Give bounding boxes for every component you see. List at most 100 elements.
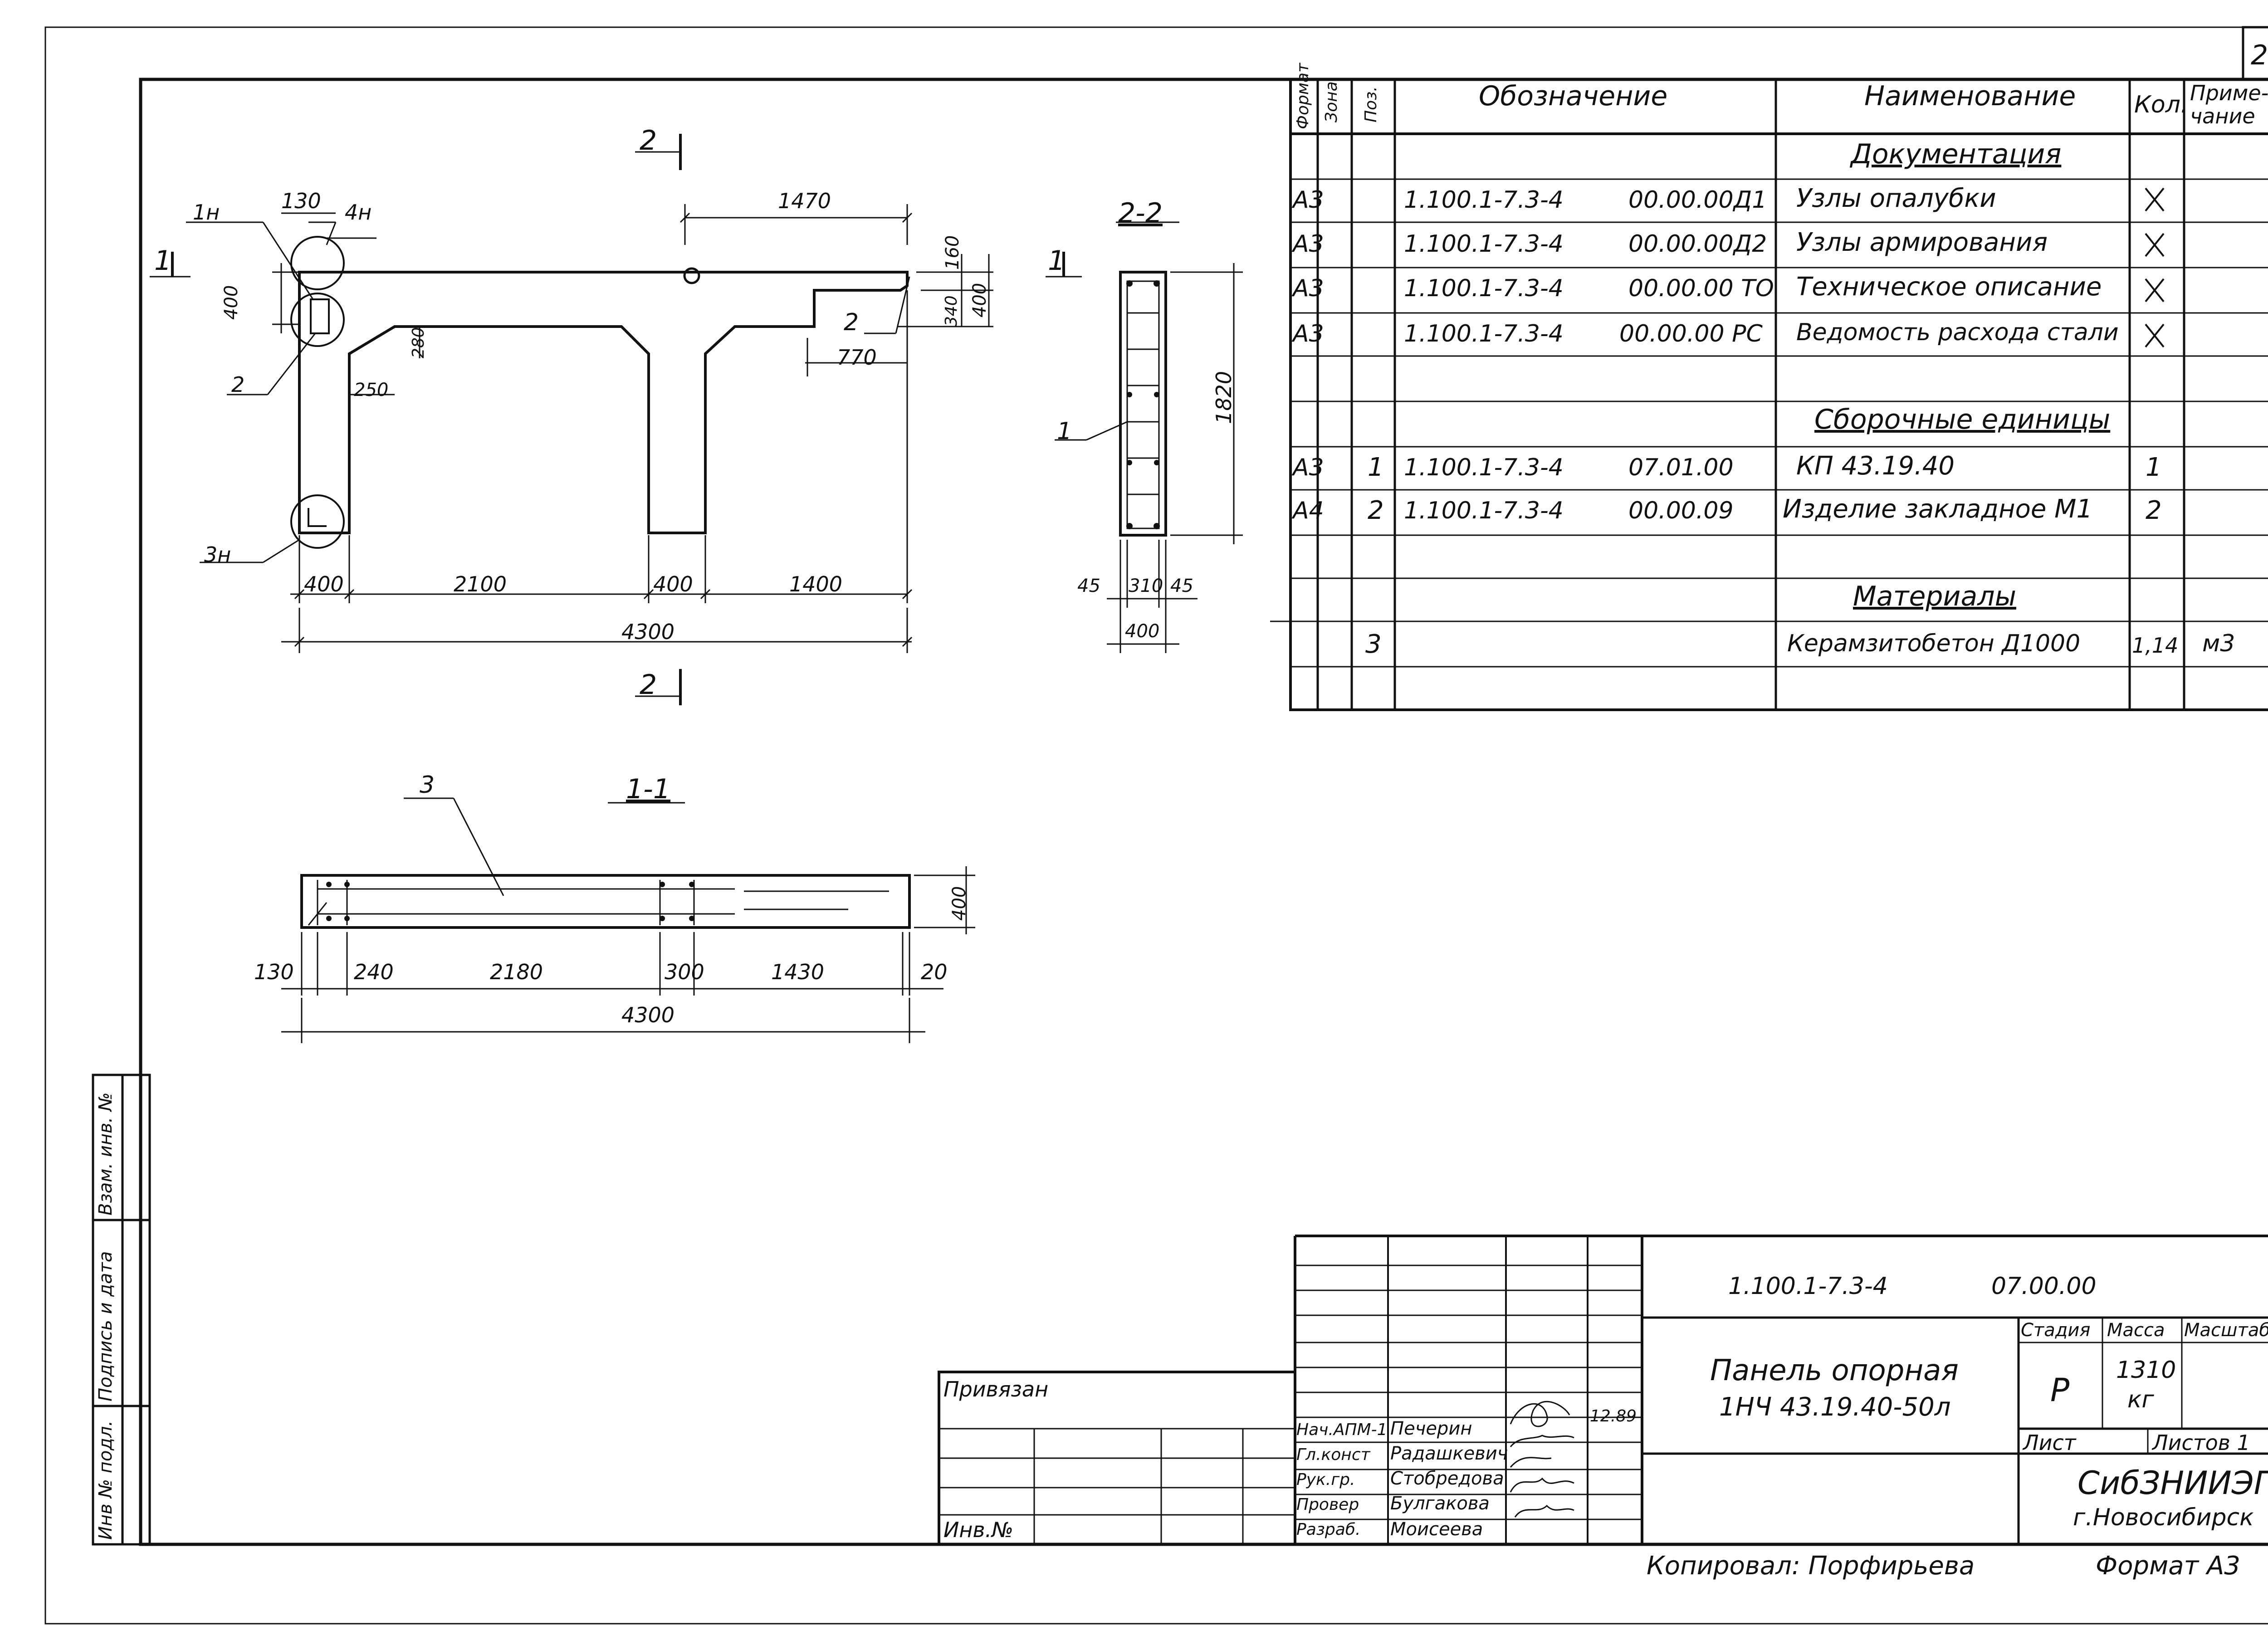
title-line-2: 1НЧ 43.19.40-50л — [1719, 1392, 1951, 1422]
row-name: Узлы армирования — [1796, 228, 2048, 257]
role-name: Моисеева — [1390, 1519, 1483, 1540]
section-mark-2-top: 2 — [640, 125, 657, 156]
row-format: А3 — [1293, 275, 1324, 302]
scale-label: Масштаб — [2184, 1320, 2268, 1341]
row-name: Изделие закладное М1 — [1783, 494, 2093, 524]
header-zone: Зона — [1322, 81, 1341, 122]
row-doc: 1.100.1-7.3-4 — [1404, 230, 1564, 258]
dim-bottom-400a: 400 — [304, 572, 344, 596]
dim-bottom-400b: 400 — [653, 572, 693, 596]
row-name: КП 43.19.40 — [1796, 451, 1955, 481]
role-title: Гл.конст — [1296, 1445, 1370, 1464]
header-format: Формат — [1294, 63, 1312, 129]
callout-3n: 3н — [204, 542, 231, 567]
row-format: А4 — [1293, 497, 1324, 524]
role-title: Рук.гр. — [1296, 1470, 1355, 1489]
callout-concrete-3: 3 — [420, 771, 435, 799]
sheets-label: Листов 1 — [2152, 1430, 2250, 1455]
row-code: 00.00.00Д2 — [1628, 230, 1767, 258]
privyazan-label: Привязан — [943, 1377, 1049, 1401]
dim-130: 130 — [281, 189, 321, 213]
dim-280: 280 — [409, 327, 428, 358]
stamp-sign-date: Подпись и дата — [95, 1251, 116, 1401]
view-title-2-2: 2-2 — [1118, 197, 1163, 229]
format-label: Формат А3 — [2096, 1551, 2240, 1581]
dim-250: 250 — [354, 380, 389, 400]
row-name: Керамзитобетон Д1000 — [1787, 630, 2081, 657]
role-title: Разраб. — [1296, 1520, 1361, 1539]
stage-label: Стадия — [2021, 1320, 2091, 1341]
row-code: 00.00.09 — [1628, 497, 1734, 524]
role-name: Булгакова — [1390, 1493, 1490, 1514]
dim-1-1-4300: 4300 — [621, 1003, 675, 1027]
callout-2: 2 — [231, 372, 245, 397]
row-doc: 1.100.1-7.3-4 — [1404, 275, 1564, 302]
org-name: СибЗНИИЭП — [2077, 1464, 2268, 1502]
role-name: Радашкевич — [1390, 1443, 1508, 1464]
row-doc: 1.100.1-7.3-4 — [1404, 186, 1564, 214]
row-pos: 1 — [1368, 453, 1384, 482]
row-qty: 2 — [2146, 496, 2162, 525]
section-mark-2-bottom: 2 — [640, 669, 657, 701]
dim-bottom-1400: 1400 — [789, 572, 843, 596]
section-mark-1-left: 1 — [154, 245, 172, 277]
dim-400-left: 400 — [221, 285, 242, 320]
row-code: 07.01.00 — [1628, 454, 1734, 481]
row-qty: 1,14 — [2132, 633, 2179, 658]
header-designation: Обозначение — [1479, 80, 1668, 112]
dim-45-left: 45 — [1077, 576, 1100, 596]
row-format: А3 — [1293, 454, 1324, 481]
title-line-1: Панель опорная — [1710, 1354, 1959, 1387]
row-qty: 1 — [2146, 453, 2162, 482]
header-qty: Кол. — [2134, 91, 2188, 118]
dim-1-1-300: 300 — [665, 960, 704, 984]
dim-340: 340 — [942, 295, 961, 327]
callout-4n: 4н — [345, 200, 372, 225]
dim-310: 310 — [1129, 576, 1163, 596]
mass-unit: кг — [2127, 1386, 2154, 1413]
dim-1-1-20: 20 — [921, 960, 948, 984]
mass-value: 1310 — [2116, 1357, 2176, 1384]
row-pos: 3 — [1365, 630, 1382, 659]
row-doc: 1.100.1-7.3-4 — [1404, 454, 1564, 481]
row-name: Техническое описание — [1796, 272, 2102, 302]
sheet-number: 23 — [2251, 39, 2268, 71]
row-name: Ведомость расхода стали — [1796, 319, 2119, 346]
org-city: г.Новосибирск — [2073, 1504, 2254, 1531]
dim-160: 160 — [942, 235, 963, 270]
dim-1-1-2180: 2180 — [490, 960, 543, 984]
row-format: А3 — [1293, 186, 1324, 214]
row-pos: 2 — [1368, 496, 1384, 525]
view-title-1-1: 1-1 — [626, 773, 670, 805]
callout-cage-1: 1 — [1057, 418, 1072, 445]
dim-1-1-130: 130 — [254, 960, 294, 984]
doc-code: 1.100.1-7.3-4 — [1728, 1273, 1888, 1300]
inv-no-label: Инв.№ — [943, 1518, 1014, 1542]
stage-value: Р — [2050, 1372, 2070, 1409]
row-note: м3 — [2202, 630, 2235, 657]
section-assemblies: Сборочные единицы — [1814, 404, 2111, 435]
copied-by: Копировал: Порфирьева — [1647, 1551, 1975, 1581]
dim-1-1-240: 240 — [354, 960, 394, 984]
header-note: Приме- чание — [2190, 81, 2268, 128]
row-name: Узлы опалубки — [1796, 184, 1996, 213]
dim-1470: 1470 — [778, 189, 831, 213]
sheet-label: Лист — [2023, 1430, 2076, 1455]
row-doc: 1.100.1-7.3-4 — [1404, 497, 1564, 524]
role-name: Печерин — [1390, 1418, 1472, 1439]
row-code: 00.00.00 РС — [1619, 320, 1763, 347]
row-format: А3 — [1293, 230, 1324, 258]
dim-1-1-1430: 1430 — [771, 960, 825, 984]
role-title: Нач.АПМ-1 — [1296, 1421, 1388, 1439]
stamp-replace-inv: Взам. инв. № — [95, 1092, 116, 1216]
role-title: Провер — [1296, 1495, 1359, 1514]
dim-bottom-2100: 2100 — [454, 572, 507, 596]
section-materials: Материалы — [1853, 581, 2016, 612]
row-code: 00.00.00 ТО — [1628, 275, 1774, 302]
section-documentation: Документация — [1851, 138, 2062, 170]
dim-total-4300: 4300 — [621, 620, 675, 644]
role-date: 12.89 — [1590, 1407, 1637, 1425]
row-doc: 1.100.1-7.3-4 — [1404, 320, 1564, 347]
